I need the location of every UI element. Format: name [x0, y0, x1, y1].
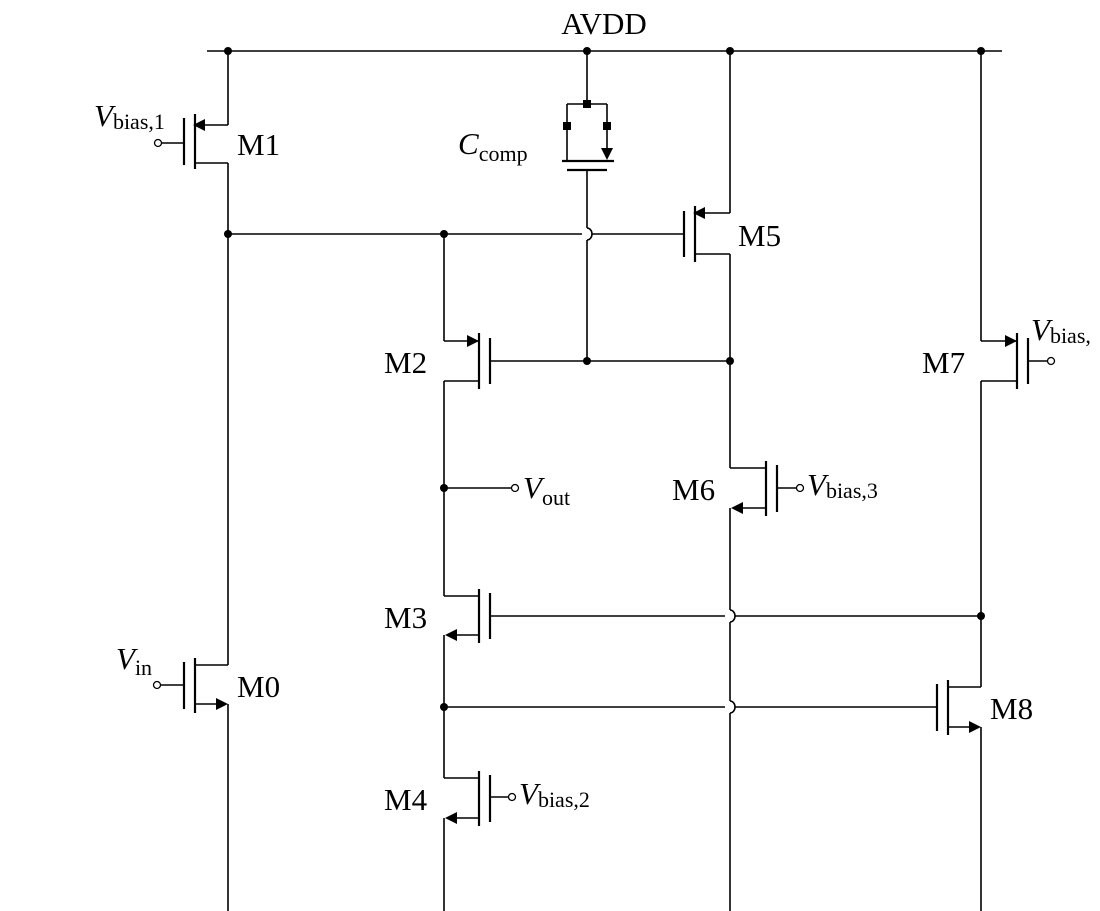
- m7-label: M7: [922, 345, 965, 380]
- m5-label: M5: [738, 218, 781, 253]
- node-m5-gate: [224, 230, 684, 665]
- m0-label: M0: [237, 669, 280, 704]
- node-m8-gate: [440, 703, 937, 711]
- m3-label: M3: [384, 600, 427, 635]
- vbias4-label: Vbias,: [1031, 312, 1091, 348]
- m8-label: M8: [990, 691, 1033, 726]
- vout-label: Vout: [523, 470, 570, 510]
- ccomp-label: Ccomp: [458, 126, 528, 166]
- transistor-m5: [682, 51, 731, 361]
- transistor-m0: [152, 658, 229, 911]
- transistor-m1: [153, 51, 229, 234]
- transistor-m3: [443, 488, 985, 707]
- compensation-capacitor: [562, 51, 614, 365]
- transistor-m8: [935, 680, 982, 911]
- vbias3-label: Vbias,3: [807, 467, 878, 503]
- transistor-m4: [443, 707, 517, 911]
- vbias1-label: Vbias,1: [94, 98, 165, 134]
- transistor-m7: [980, 51, 1056, 687]
- m6-label: M6: [672, 472, 715, 507]
- vbias2-label: Vbias,2: [519, 776, 590, 812]
- transistor-m2: [443, 333, 734, 488]
- m1-label: M1: [237, 127, 280, 162]
- transistor-m6: [729, 361, 805, 911]
- m4-label: M4: [384, 782, 428, 817]
- m2-label: M2: [384, 345, 427, 380]
- vin-label: Vin: [116, 641, 152, 680]
- avdd-rail: [207, 47, 1002, 55]
- avdd-label: AVDD: [561, 6, 647, 41]
- vout-node: [440, 483, 520, 493]
